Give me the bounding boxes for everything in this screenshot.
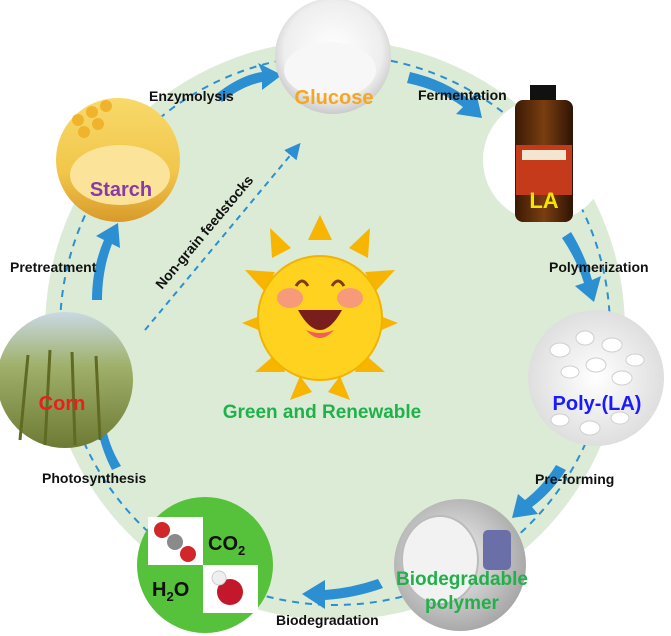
arrow-polymerization	[562, 232, 601, 302]
bottle-label-strip	[522, 150, 566, 160]
starch-powder	[70, 145, 170, 205]
glucose-label: Glucose	[295, 87, 374, 109]
poly-la-node: Poly-(LA)	[528, 310, 664, 446]
h2o-oxygen	[217, 579, 243, 605]
arrow-enzymolysis	[215, 63, 282, 102]
step-photosynthesis: Photosynthesis	[42, 470, 146, 486]
step-pre-forming: Pre-forming	[535, 471, 614, 487]
arrow-pre-forming	[512, 465, 566, 518]
glucose-powder-pile	[284, 42, 376, 98]
co2-oxygen-2	[180, 546, 196, 562]
h2o-hydrogen	[211, 570, 227, 586]
container	[483, 530, 511, 570]
step-enzymolysis: Enzymolysis	[149, 88, 234, 104]
step-biodegradation: Biodegradation	[276, 612, 379, 628]
sun-tongue	[306, 330, 334, 338]
bottle-cap	[530, 85, 556, 101]
arrow-biodegradation	[302, 579, 383, 609]
sun-left-eye	[294, 279, 310, 287]
sun-right-cheek	[337, 288, 363, 308]
biodegradable-label-line2: polymer	[425, 593, 500, 614]
sun-left-cheek	[277, 288, 303, 308]
starch-label: Starch	[90, 179, 152, 201]
starch-node: Starch	[56, 98, 180, 222]
step-fermentation: Fermentation	[418, 87, 507, 103]
glucose-node: Glucose	[275, 0, 391, 114]
co2-h2o-node: CO2 H2O	[137, 497, 273, 633]
co2-carbon	[167, 534, 183, 550]
arrow-pretreatment	[92, 223, 120, 300]
corn-node: Corn	[0, 312, 133, 448]
corn-label: Corn	[39, 393, 86, 415]
arrow-fermentation	[407, 72, 482, 118]
co2-oxygen-1	[154, 522, 170, 538]
poly-la-label: Poly-(LA)	[553, 393, 642, 415]
sun-right-eye	[330, 279, 346, 287]
step-pretreatment: Pretreatment	[10, 259, 97, 275]
sun-mouth	[298, 310, 342, 330]
h2o-text: H2O	[152, 579, 189, 604]
step-polymerization: Polymerization	[549, 259, 649, 275]
pellets	[549, 330, 645, 436]
biodegradable-label-line1: Biodegradable	[396, 569, 528, 590]
non-grain-dashed-arrow	[144, 142, 301, 331]
corn-stalks	[18, 349, 102, 446]
la-label: LA	[529, 188, 558, 213]
la-node: LA	[483, 85, 607, 222]
plate	[401, 515, 479, 605]
center-title: Green and Renewable	[223, 402, 422, 423]
corn-kernels	[72, 100, 112, 138]
biodegradable-polymer-node: Biodegradable polymer	[394, 499, 528, 631]
co2-text: CO2	[208, 533, 245, 558]
sun-illustration	[242, 215, 398, 400]
